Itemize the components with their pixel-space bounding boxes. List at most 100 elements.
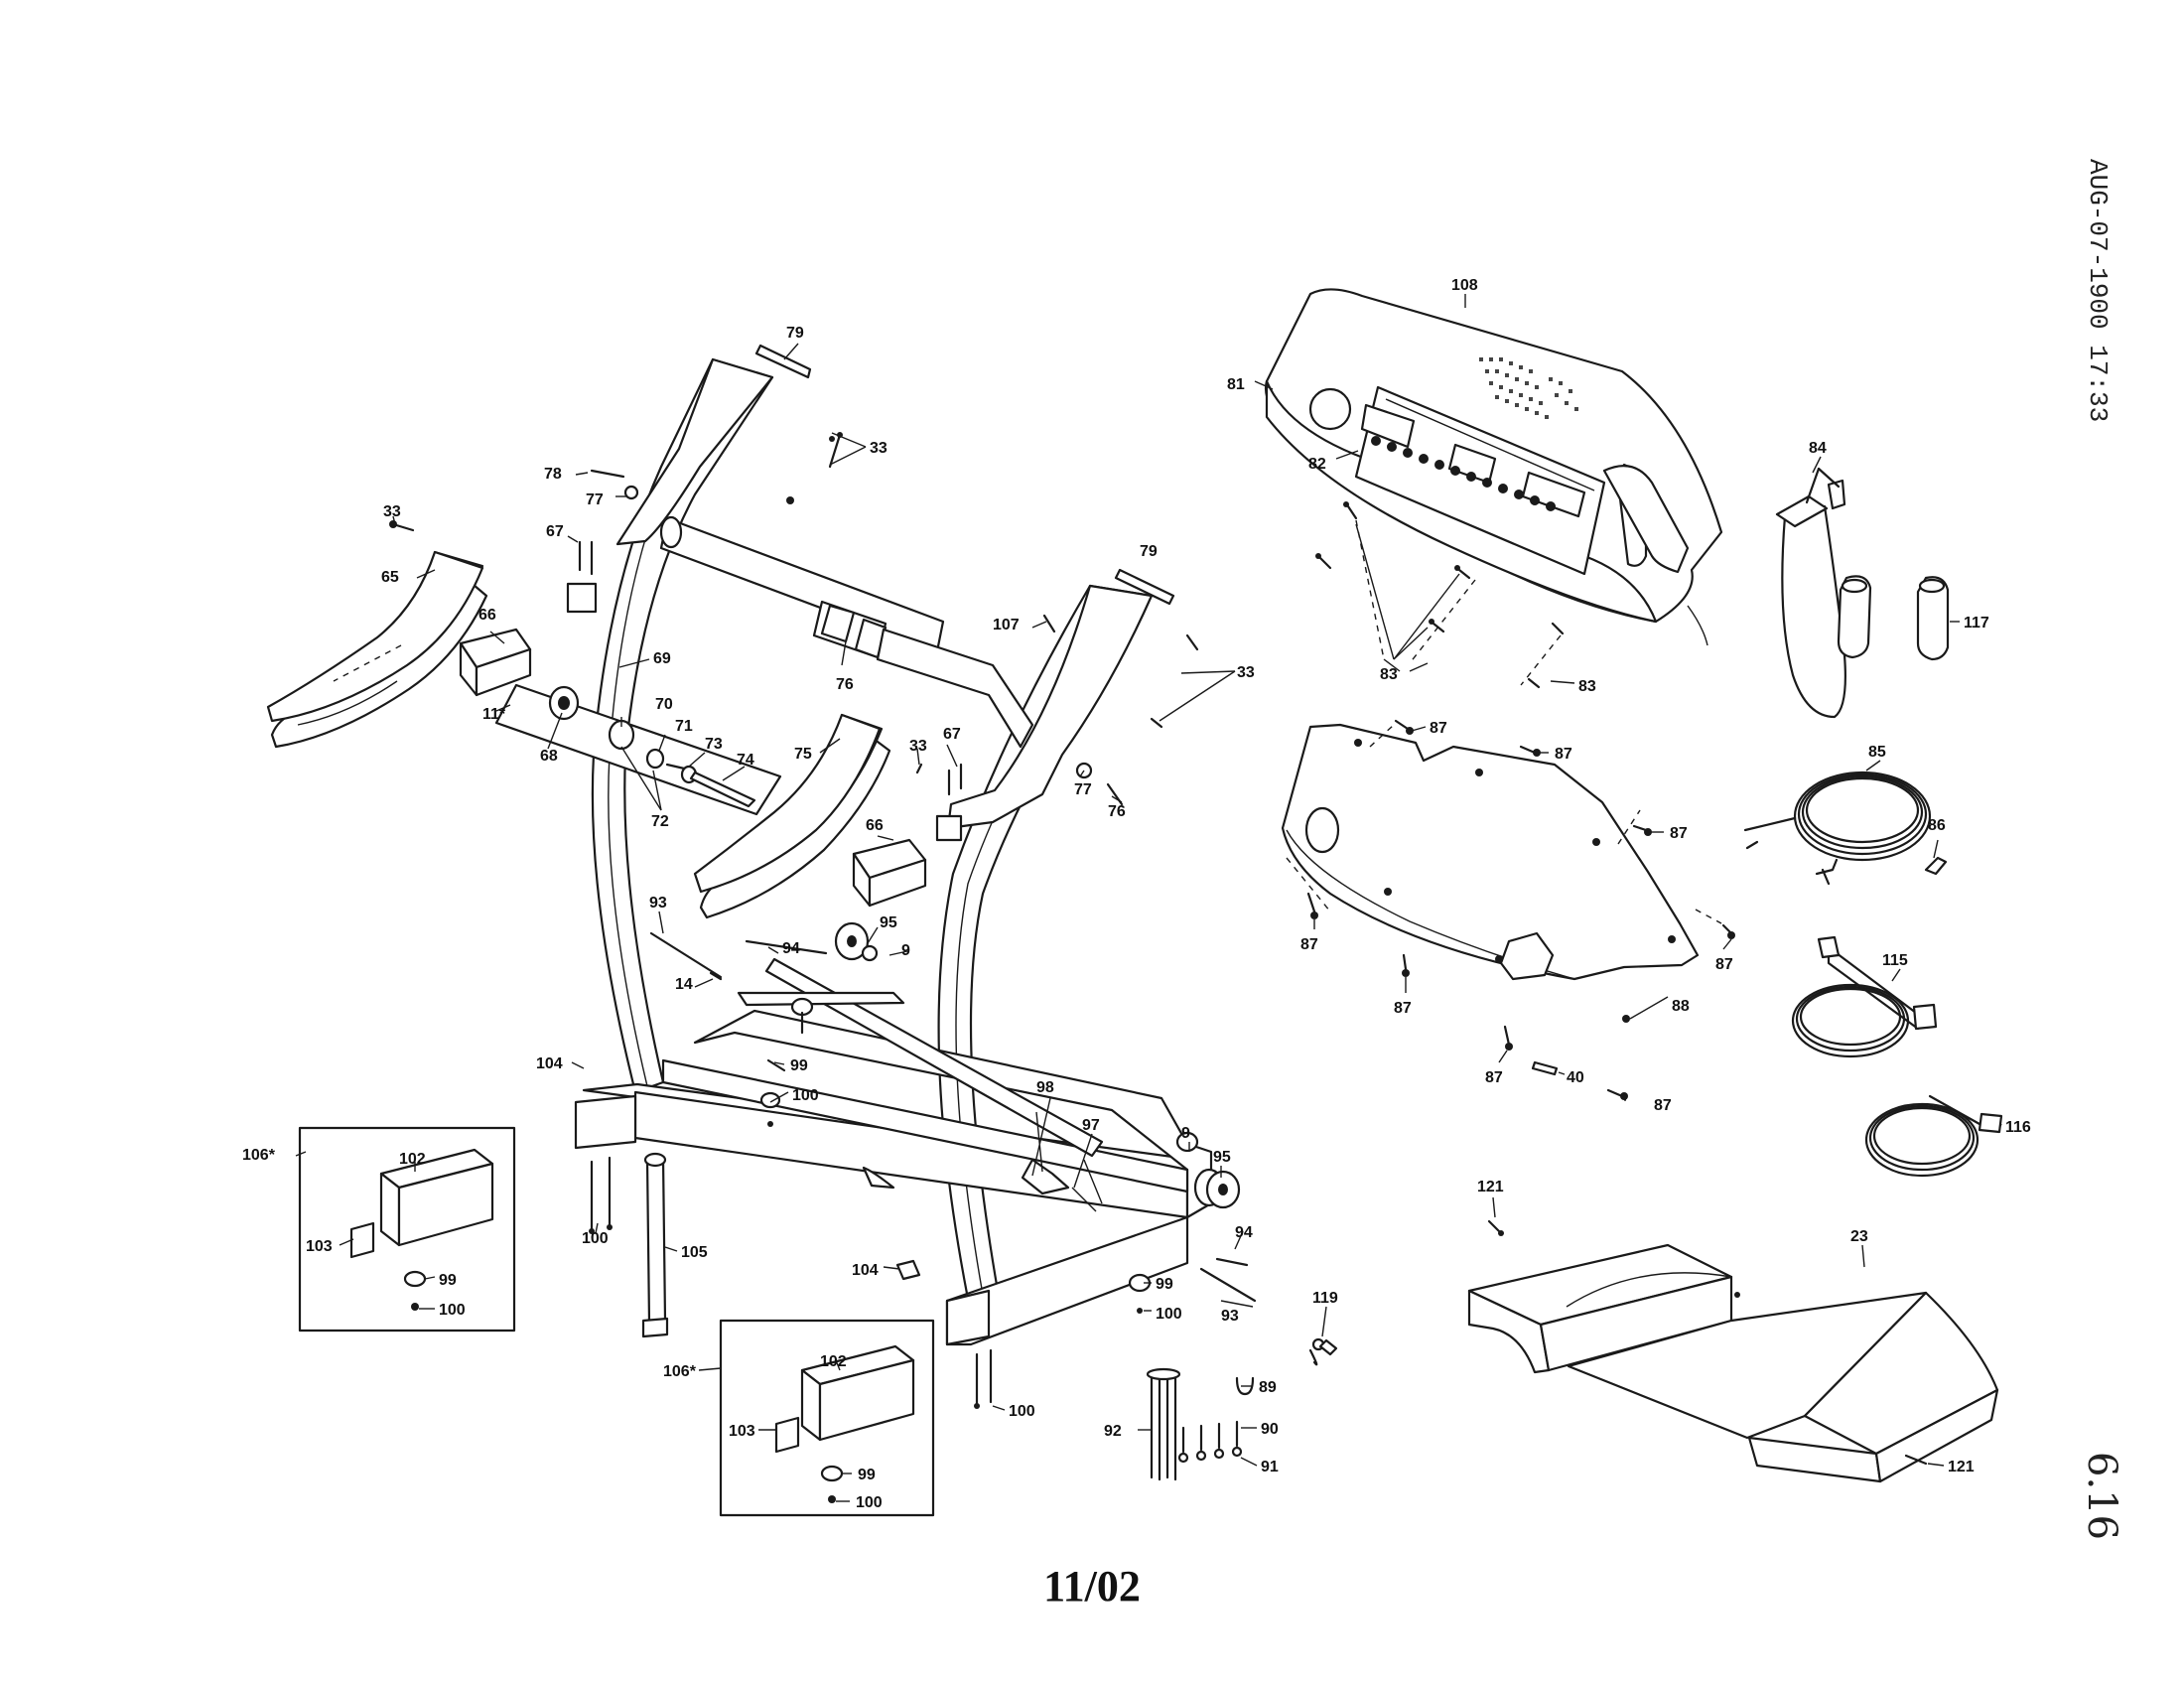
fax-header-stamp: AUG-07-1900 17:33 xyxy=(2083,159,2113,423)
callout-78: 78 xyxy=(544,466,562,483)
callout-119: 119 xyxy=(1312,1290,1338,1307)
callout-40: 40 xyxy=(1567,1069,1584,1086)
callout-77: 77 xyxy=(1074,781,1092,798)
foot-detail-right xyxy=(719,1319,935,1517)
callout-85: 85 xyxy=(1868,744,1886,761)
callout-106: 106* xyxy=(242,1147,276,1164)
callout-88: 88 xyxy=(1672,998,1690,1015)
callout-100: 100 xyxy=(439,1302,466,1319)
motor-hood xyxy=(1281,723,1700,1023)
callout-103: 103 xyxy=(306,1238,333,1255)
callout-65: 65 xyxy=(381,569,399,586)
callout-73: 73 xyxy=(705,736,723,753)
callout-87: 87 xyxy=(1654,1097,1672,1114)
callout-87: 87 xyxy=(1555,746,1572,763)
callout-87: 87 xyxy=(1715,956,1733,973)
date-code: 11/02 xyxy=(1043,1562,1141,1611)
callout-11: 11* xyxy=(482,706,506,723)
endcap-79-left xyxy=(754,344,812,379)
callout-87: 87 xyxy=(1394,1000,1412,1017)
callout-86: 86 xyxy=(1928,817,1946,834)
callout-87: 87 xyxy=(1300,936,1318,953)
callout-102: 102 xyxy=(399,1151,426,1168)
callout-74: 74 xyxy=(737,752,754,769)
hand-weights xyxy=(1837,575,1950,661)
callout-99: 99 xyxy=(439,1272,457,1289)
callout-77: 77 xyxy=(586,491,604,508)
callout-92: 92 xyxy=(1104,1423,1122,1440)
leader-lines xyxy=(295,294,2002,1502)
callout-94: 94 xyxy=(782,940,800,957)
callout-100: 100 xyxy=(1156,1306,1182,1323)
callout-84: 84 xyxy=(1809,440,1827,457)
callout-68: 68 xyxy=(540,748,558,765)
callout-82: 82 xyxy=(1308,456,1326,473)
callout-89: 89 xyxy=(1259,1379,1277,1396)
callout-103: 103 xyxy=(729,1423,755,1440)
wire-ties xyxy=(1146,1337,1338,1481)
callout-115: 115 xyxy=(1882,952,1908,969)
callout-100: 100 xyxy=(1009,1403,1035,1420)
callout-90: 90 xyxy=(1261,1421,1279,1438)
callout-71: 71 xyxy=(675,718,693,735)
callout-93: 93 xyxy=(1221,1308,1239,1325)
callout-67: 67 xyxy=(546,523,564,540)
callout-76: 76 xyxy=(1108,803,1126,820)
callout-107: 107 xyxy=(993,617,1020,633)
left-handgrip xyxy=(266,550,532,749)
right-handgrip xyxy=(693,713,927,919)
callout-33: 33 xyxy=(1237,664,1255,681)
callout-33: 33 xyxy=(909,738,927,755)
callout-99: 99 xyxy=(1156,1276,1173,1293)
foot-detail-left xyxy=(298,1126,516,1333)
console-assembly xyxy=(1265,288,1723,689)
callout-33: 33 xyxy=(383,503,401,520)
callout-100: 100 xyxy=(856,1494,883,1511)
callout-labels: 79 33 78 77 33 65 67 66 69 76 11* 68 70 … xyxy=(242,277,2031,1511)
incline-bracket xyxy=(494,683,782,816)
callout-100: 100 xyxy=(582,1230,609,1247)
callout-99: 99 xyxy=(858,1467,876,1483)
callout-72: 72 xyxy=(651,813,669,830)
callout-83: 83 xyxy=(1578,678,1596,695)
incline-motor xyxy=(641,1152,669,1338)
callout-79: 79 xyxy=(786,325,804,342)
coiled-cables xyxy=(1743,771,2003,1178)
callout-87: 87 xyxy=(1485,1069,1503,1086)
callout-67: 67 xyxy=(943,726,961,743)
callout-102: 102 xyxy=(820,1353,847,1370)
callout-75: 75 xyxy=(794,746,812,763)
callout-104: 104 xyxy=(536,1055,563,1072)
callout-98: 98 xyxy=(1036,1079,1054,1096)
hood-screws xyxy=(1286,719,1735,1100)
callout-69: 69 xyxy=(653,650,671,667)
callout-9: 9 xyxy=(1181,1125,1190,1142)
callout-70: 70 xyxy=(655,696,673,713)
callout-66: 66 xyxy=(866,817,884,834)
callout-14: 14 xyxy=(675,976,693,993)
callout-95: 95 xyxy=(880,914,897,931)
callout-83: 83 xyxy=(1380,666,1398,683)
callout-106: 106* xyxy=(663,1363,697,1380)
callout-9: 9 xyxy=(901,942,910,959)
callout-121: 121 xyxy=(1477,1179,1504,1195)
page-marker: 6.16 xyxy=(2079,1452,2124,1541)
callout-95: 95 xyxy=(1213,1149,1231,1166)
callout-105: 105 xyxy=(681,1244,708,1261)
callout-23: 23 xyxy=(1850,1228,1868,1245)
callout-117: 117 xyxy=(1964,615,1989,632)
callout-33: 33 xyxy=(870,440,887,457)
callout-79: 79 xyxy=(1140,543,1158,560)
endcap-79-right xyxy=(1114,568,1175,606)
callout-87: 87 xyxy=(1670,825,1688,842)
callout-93: 93 xyxy=(649,895,667,912)
callout-76: 76 xyxy=(836,676,854,693)
callout-81: 81 xyxy=(1227,376,1245,393)
accessory-pouch xyxy=(1775,467,1846,719)
callout-108: 108 xyxy=(1451,277,1478,294)
callout-91: 91 xyxy=(1261,1459,1279,1475)
callout-100: 100 xyxy=(792,1087,819,1104)
callout-87: 87 xyxy=(1430,720,1447,737)
callout-99: 99 xyxy=(790,1057,808,1074)
